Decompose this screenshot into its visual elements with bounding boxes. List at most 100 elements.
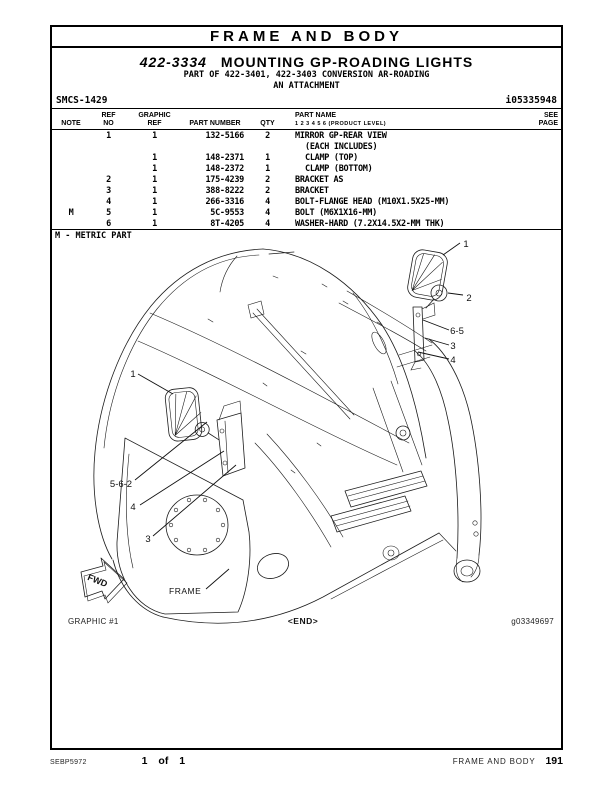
col-product-level: 1 2 3 4 5 6 (PRODUCT LEVEL)	[295, 121, 387, 127]
fwd-label: FWD	[86, 572, 109, 589]
center-channel	[254, 380, 423, 548]
page-footer: SEBP5972 1 of 1 FRAME AND BODY 191	[50, 755, 563, 771]
metric-note: M - METRIC PART	[52, 229, 561, 243]
table-row: (EACH INCLUDES)	[52, 141, 561, 152]
cell-qty: 2	[265, 130, 270, 141]
cell-note: M	[68, 207, 74, 218]
cell-qty: 4	[265, 207, 270, 218]
cell-part-number: 148-2371	[205, 152, 244, 163]
table-row: 6 1 8T-4205 4 WASHER-HARD (7.2X14.5X2-MM THK…	[52, 218, 561, 229]
cell-graphic-ref: 1	[152, 163, 157, 174]
left-bracket	[216, 400, 246, 477]
subtitle-attachment: AN ATTACHMENT	[273, 81, 340, 91]
left-mirror	[164, 387, 220, 442]
frame-bottom	[112, 532, 457, 624]
mirror-ball-joint	[430, 284, 448, 302]
cell-part-name: CLAMP (TOP)	[305, 152, 358, 163]
end-label: <END>	[288, 616, 318, 626]
cell-part-name: MIRROR GP-REAR VIEW	[295, 130, 387, 141]
table-row: M 5 1 5C-9553 4 BOLT (M6X1X16-MM)	[52, 207, 561, 218]
footer-page-number: 191	[545, 755, 563, 767]
cell-qty: 4	[265, 218, 270, 229]
smcs-row: SMCS-1429 i05335948	[52, 94, 561, 109]
cell-graphic-ref: 1	[152, 185, 157, 196]
side-panel	[116, 437, 289, 615]
footer-page-indicator: 1 of 1	[141, 755, 186, 767]
cell-part-number: 8T-4205	[210, 218, 244, 229]
cell-graphic-ref: 1	[152, 196, 157, 207]
callout-left-4: 4	[130, 502, 135, 513]
cell-qty: 1	[265, 152, 270, 163]
machine-drawing: 1 5-6-2 4 3 1 2 6-5 3 4 FWD FRAME GRAPHI…	[52, 239, 561, 648]
cell-part-number: 5C-9553	[210, 207, 244, 218]
cell-graphic-ref: 1	[152, 207, 157, 218]
leader-lines	[134, 242, 464, 590]
step-treads	[330, 470, 428, 533]
cell-part-name: BRACKET	[295, 185, 329, 196]
table-row: 1 148-2372 1 CLAMP (BOTTOM)	[52, 163, 561, 174]
cell-part-name: CLAMP (BOTTOM)	[305, 163, 373, 174]
table-row: 3 1 388-8222 2 BRACKET	[52, 185, 561, 196]
mounting-strip	[410, 302, 436, 371]
access-cover	[165, 494, 229, 556]
smcs-code: SMCS-1429	[56, 95, 108, 106]
graphic-number-label: GRAPHIC #1	[68, 617, 119, 626]
table-row: 1 148-2371 1 CLAMP (TOP)	[52, 152, 561, 163]
cell-qty: 2	[265, 185, 270, 196]
footer-section: FRAME AND BODY	[452, 757, 536, 766]
callout-right-65: 6-5	[450, 326, 464, 337]
cell-part-name: (EACH INCLUDES)	[305, 141, 378, 152]
callout-left-562: 5-6-2	[110, 479, 132, 490]
cell-ref-no: 1	[106, 130, 111, 141]
callout-right-1: 1	[463, 240, 468, 250]
cell-graphic-ref: 1	[152, 130, 157, 141]
cell-part-name: BOLT-FLANGE HEAD (M10X1.5X25-MM)	[295, 196, 450, 207]
cell-part-number: 175-4239	[205, 174, 244, 185]
col-note: NOTE	[61, 120, 81, 127]
callout-right-4: 4	[450, 355, 455, 366]
page-border: FRAME AND BODY 422-3334 MOUNTING GP-ROADI…	[50, 25, 563, 750]
cell-graphic-ref: 1	[152, 152, 157, 163]
cell-ref-no: 5	[106, 207, 111, 218]
fwd-arrow-icon: FWD	[80, 557, 128, 604]
frame-label: FRAME	[169, 586, 201, 596]
doc-id: i05335948	[505, 95, 557, 106]
body-outline	[93, 248, 427, 560]
title-part-number: 422-3334	[139, 54, 207, 70]
cell-qty: 1	[265, 163, 270, 174]
cell-part-name: BOLT (M6X1X16-MM)	[295, 207, 377, 218]
cell-part-number: 148-2372	[205, 163, 244, 174]
cell-ref-no: 4	[106, 196, 111, 207]
callout-left-3: 3	[145, 534, 150, 545]
callout-left-1: 1	[130, 369, 135, 380]
section-header: FRAME AND BODY	[52, 27, 561, 48]
subtitle-part-of: PART OF 422-3401, 422-3403 CONVERSION AR…	[183, 70, 430, 80]
col-part-number: PART NUMBER	[189, 120, 241, 127]
cell-graphic-ref: 1	[152, 174, 157, 185]
cell-qty: 4	[265, 196, 270, 207]
right-mirror	[407, 249, 448, 301]
cell-part-number: 132-5166	[205, 130, 244, 141]
pivot-boss	[453, 559, 481, 583]
cell-part-number: 388-8222	[205, 185, 244, 196]
callout-right-3: 3	[450, 341, 455, 352]
title-text: MOUNTING GP-ROADING LIGHTS	[220, 54, 474, 70]
cell-ref-no: 6	[106, 218, 111, 229]
col-qty: QTY	[260, 120, 275, 127]
cell-ref-no: 3	[106, 185, 111, 196]
table-row: 1 1 132-5166 2 MIRROR GP-REAR VIEW	[52, 130, 561, 141]
cell-graphic-ref: 1	[152, 218, 157, 229]
cell-qty: 2	[265, 174, 270, 185]
callout-right-2: 2	[466, 293, 471, 304]
cell-part-name: WASHER-HARD (7.2X14.5X2-MM THK)	[295, 218, 445, 229]
cover-bolts	[168, 497, 226, 553]
